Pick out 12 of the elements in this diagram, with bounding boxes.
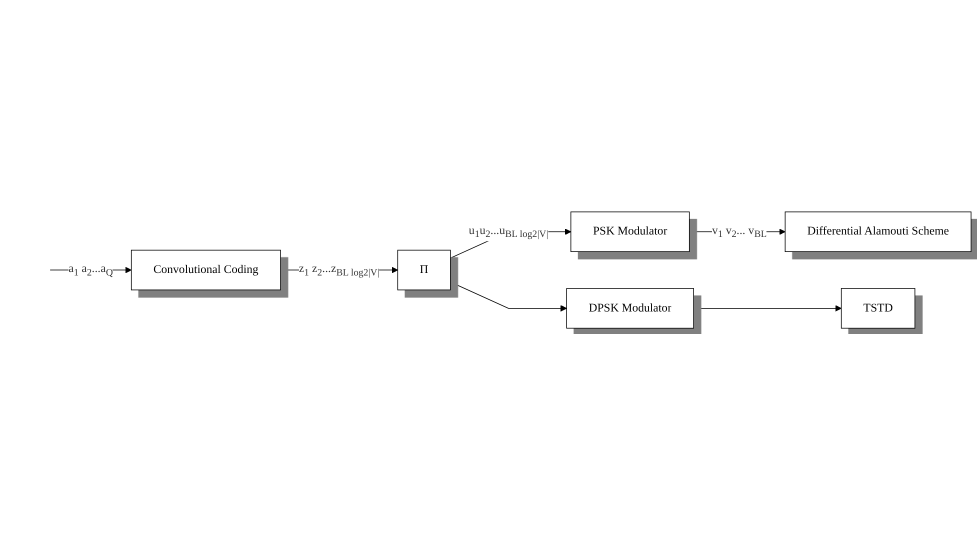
arrow bbox=[450, 282, 567, 312]
node-box: TSTD bbox=[840, 288, 916, 329]
edge-label: u$_{1}$u$_{2}$...u$_{BL log2|V|}$ bbox=[468, 224, 548, 240]
node-box: DPSK Modulator bbox=[566, 288, 694, 329]
node-box: Convolutional Coding bbox=[130, 250, 281, 290]
edge-label: a$_{1}$ a$_{2}$...a$_{Q}$ bbox=[68, 262, 113, 278]
edge-label: v$_{1}$ v$_{2}$... v$_{BL}$ bbox=[712, 224, 767, 240]
node-box: PSK Modulator bbox=[570, 211, 690, 252]
node-box: Π bbox=[397, 250, 451, 290]
arrow bbox=[693, 305, 842, 312]
node-box: Differential Alamouti Scheme bbox=[784, 211, 972, 252]
edge-label: z$_{1}$ z$_{2}$...z$_{BL log2|V|}$ bbox=[298, 262, 380, 278]
